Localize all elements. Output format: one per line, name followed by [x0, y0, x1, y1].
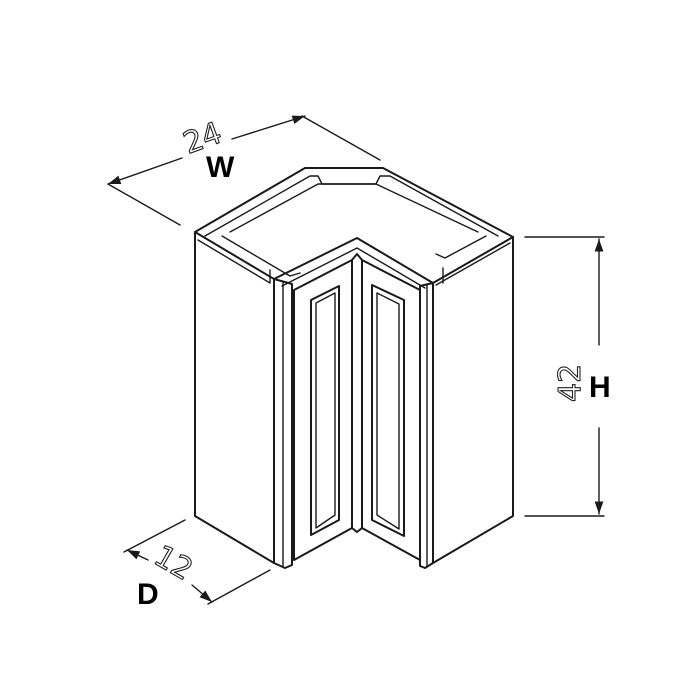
width-arrow-line-left	[107, 157, 183, 185]
depth-arrow-line-right	[191, 584, 213, 603]
cabinet-body	[194, 167, 514, 564]
width-dimension: 24 W	[107, 115, 381, 226]
depth-letter: D	[137, 578, 159, 611]
depth-extension-left	[123, 519, 186, 553]
corner-post	[351, 253, 363, 533]
width-extension-right	[301, 115, 381, 161]
right-door	[361, 259, 421, 561]
left-side-panel	[194, 231, 275, 564]
depth-arrow-line-left	[126, 549, 149, 561]
top-frame-right-inner	[435, 242, 511, 286]
left-door	[293, 259, 353, 561]
height-value: 42	[553, 364, 588, 402]
left-stile	[273, 278, 293, 569]
top-frame-left-inner	[197, 239, 271, 284]
depth-extension-right	[207, 569, 271, 605]
right-door-panel	[371, 284, 405, 537]
width-extension-left	[107, 183, 181, 226]
height-dimension: 42 H	[524, 236, 611, 517]
interior-right-edge	[435, 235, 487, 259]
depth-dimension: 12 D	[123, 519, 271, 611]
left-door-panel	[310, 285, 340, 536]
width-letter: W	[206, 151, 235, 184]
width-arrow-line-right	[231, 115, 306, 140]
top-frame-back-edge	[194, 167, 514, 238]
left-door-panel-inner	[315, 292, 336, 529]
interior-left-edge	[221, 235, 301, 277]
left-door-outline	[293, 259, 353, 561]
right-door-panel-inner	[376, 292, 400, 530]
right-door-outline	[361, 259, 421, 561]
face-frame-top	[273, 237, 434, 284]
interior-back-shelf	[229, 183, 479, 233]
height-letter: H	[589, 371, 611, 404]
right-side-panel	[432, 236, 514, 564]
face-frame-top-inner	[281, 247, 426, 289]
